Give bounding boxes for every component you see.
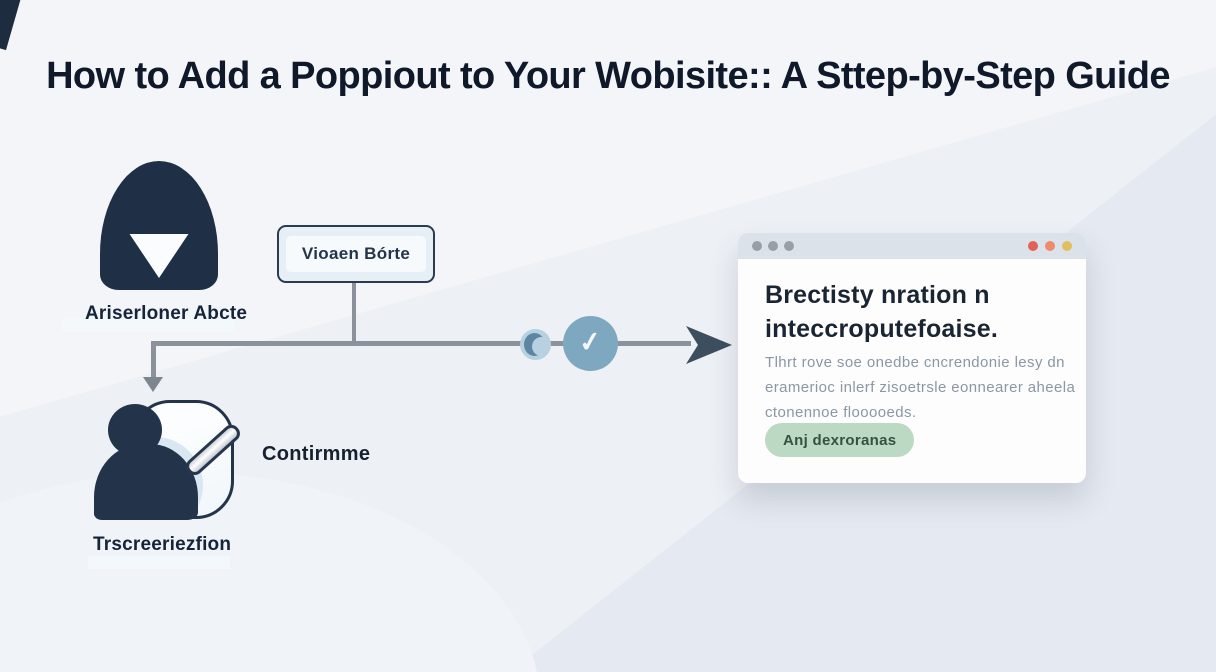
minimize-dot-icon[interactable] [1045, 241, 1055, 251]
notification-label: Ariserloner Abcte [85, 303, 248, 324]
connector-vertical-box [352, 283, 356, 343]
check-icon: ✓ [577, 325, 604, 359]
popup-heading-line1: Brectisty nration n [765, 281, 990, 309]
popup-heading: Brectisty nration n inteccroputefoaise. [765, 278, 998, 346]
popup-body-text: Tlhrt rove soe onedbe cncrendonie lesy d… [765, 350, 1075, 425]
browser-window: Brectisty nration n inteccroputefoaise. … [738, 233, 1086, 483]
bell-triangle-cutout [129, 234, 189, 278]
person-writing-icon [88, 398, 244, 522]
popup-body-line: ctonennoe flooooeds. [765, 404, 917, 421]
window-dots-left [752, 241, 794, 251]
progress-step-icon [520, 329, 551, 360]
checkmark-circle-icon: ✓ [563, 316, 618, 371]
page-title: How to Add a Poppiout to Your Wobisite::… [46, 55, 1170, 97]
label-highlight-bar [88, 556, 230, 569]
browser-titlebar [738, 233, 1086, 259]
option-box[interactable]: Vioaen Bórte [277, 225, 435, 283]
confirm-label: Contirmme [262, 443, 371, 465]
popup-body-line: Tlhrt rove soe onedbe cncrendonie lesy d… [765, 354, 1065, 371]
window-controls [1028, 241, 1072, 251]
connector-vertical-left [151, 341, 156, 378]
label-highlight-bar [62, 318, 234, 332]
person-body-shape [94, 444, 198, 520]
close-dot-icon[interactable] [1028, 241, 1038, 251]
option-box-label: Vioaen Bórte [285, 236, 427, 272]
connector-horizontal [151, 341, 691, 346]
popup-cta-button[interactable]: Anj dexroranas [765, 423, 915, 457]
crescent-overlay [532, 337, 551, 356]
maximize-dot-icon[interactable] [1062, 241, 1072, 251]
window-dot-icon[interactable] [752, 241, 762, 251]
arrow-down-icon [143, 377, 163, 392]
popup-heading-line2: inteccroputefoaise. [765, 315, 999, 343]
popup-body-line: eramerioc inlerf zisoetrsle eonnearer ah… [765, 379, 1076, 396]
window-dot-icon[interactable] [768, 241, 778, 251]
window-dot-icon[interactable] [784, 241, 794, 251]
background-curve-bottom-left [0, 472, 540, 672]
arrow-right-icon [686, 326, 732, 364]
person-label: Trscreeriezfion [93, 534, 232, 555]
